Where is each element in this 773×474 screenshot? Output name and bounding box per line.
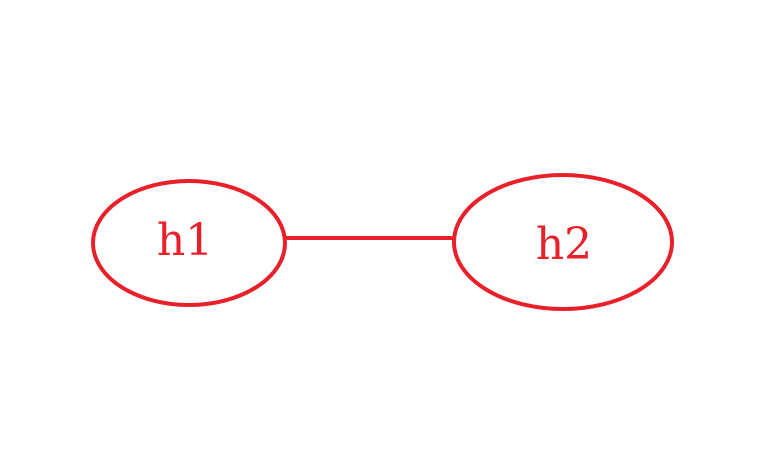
node-h2-ellipse (452, 173, 674, 311)
node-h2-label: h2 (536, 219, 592, 270)
node-h1: h1 (91, 179, 287, 307)
node-h1-ellipse (91, 179, 287, 307)
node-h1-label: h1 (157, 215, 213, 266)
node-h2: h2 (452, 173, 674, 311)
